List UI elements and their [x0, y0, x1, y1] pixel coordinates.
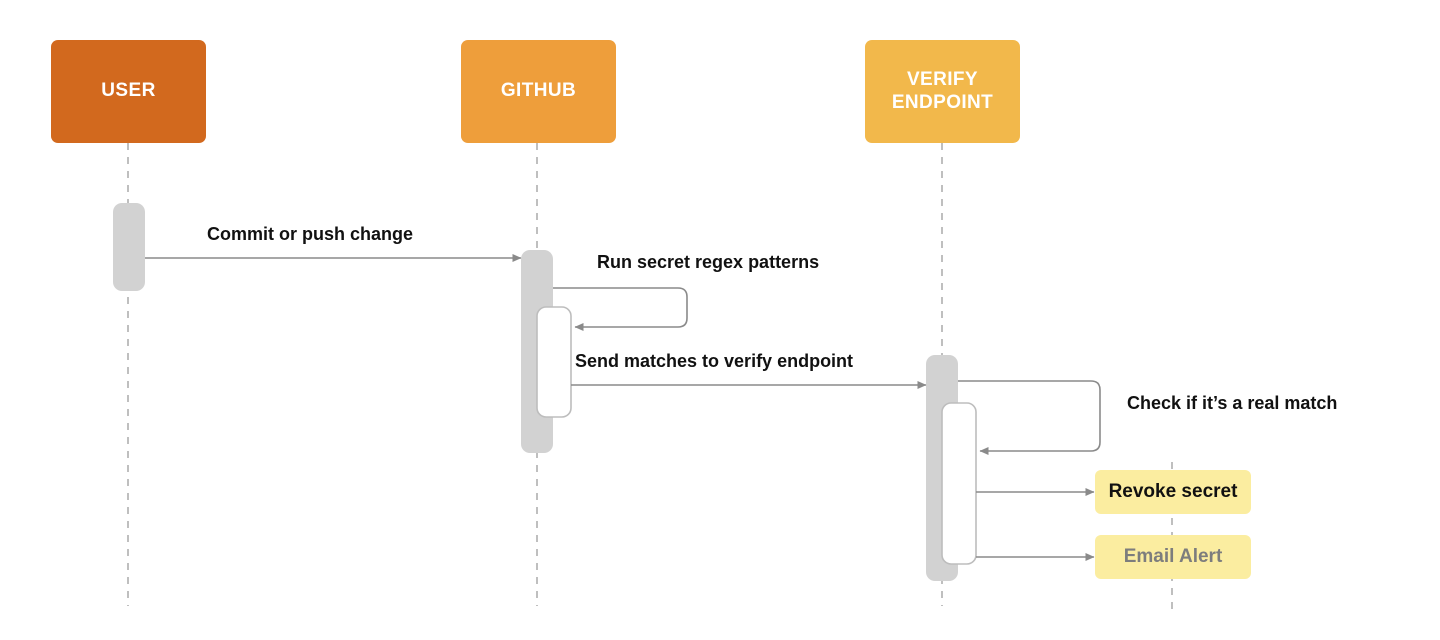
message-label-msg-send-matches: Send matches to verify endpoint — [575, 351, 854, 371]
arrow-msg-check-match — [958, 380, 1101, 455]
actor-label-line: VERIFY — [906, 69, 979, 91]
lifelines-group — [127, 143, 1173, 612]
actor-box-github[interactable]: GITHUB — [461, 40, 616, 143]
note-label: Revoke secret — [1108, 481, 1238, 502]
actor-label-line: GITHUB — [500, 80, 577, 102]
message-label-msg-check-match: Check if it’s a real match — [1127, 393, 1338, 413]
note-label: Email Alert — [1123, 546, 1223, 567]
arrow-msg-regex — [553, 287, 688, 331]
actor-label-user: USER — [101, 80, 155, 102]
message-label-msg-commit: Commit or push change — [207, 224, 414, 244]
verify-nested-activation — [941, 402, 977, 565]
actor-box-user[interactable]: USER — [51, 40, 206, 143]
user-activation — [113, 203, 145, 291]
actor-label-line: USER — [101, 80, 156, 102]
message-arrows-group — [145, 254, 1101, 561]
note-revoke[interactable]: Revoke secret — [1095, 470, 1251, 514]
actor-label-line: ENDPOINT — [891, 91, 994, 113]
github-nested-activation — [536, 306, 572, 418]
activations-group — [113, 203, 977, 581]
message-label-msg-regex: Run secret regex patterns — [597, 252, 820, 272]
note-email[interactable]: Email Alert — [1095, 535, 1251, 579]
actor-label-github: GITHUB — [501, 80, 576, 102]
